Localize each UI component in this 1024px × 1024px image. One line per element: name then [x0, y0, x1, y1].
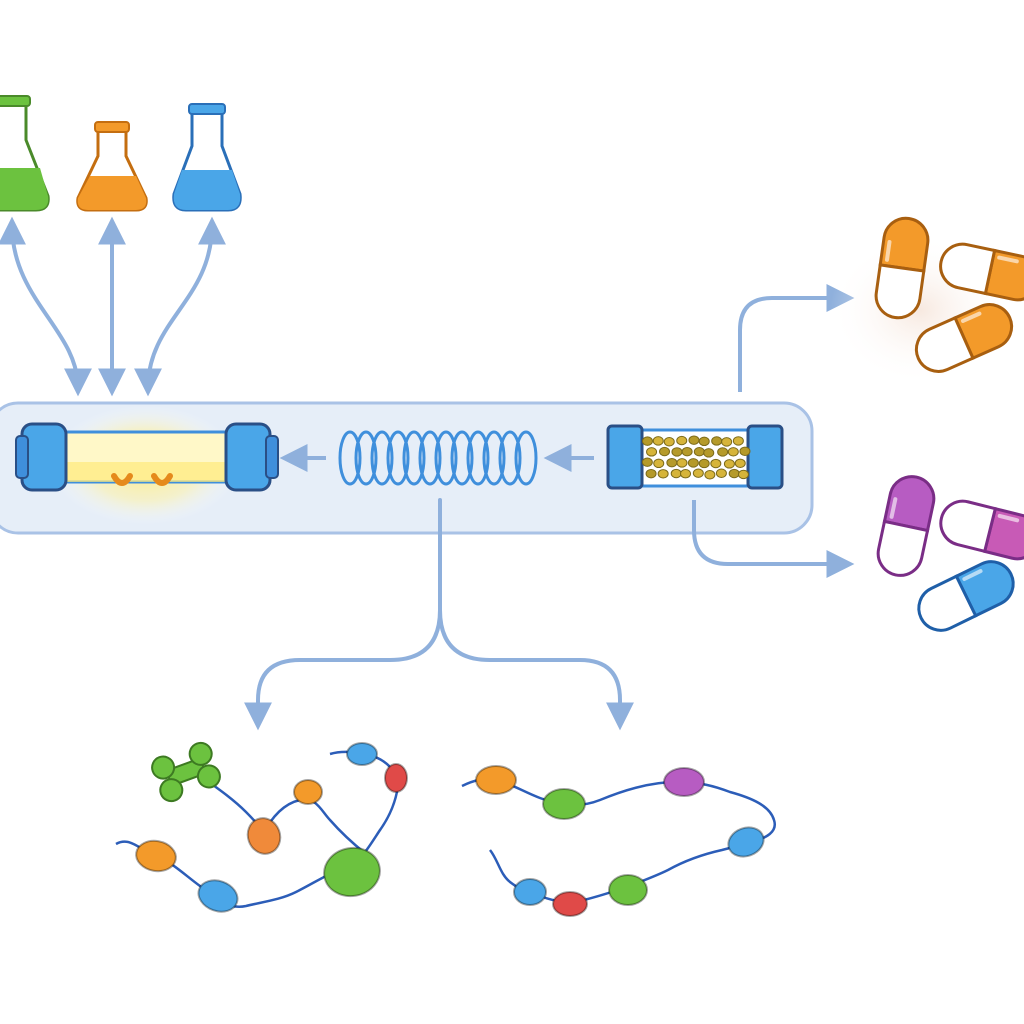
purple-capsule-icon	[876, 475, 936, 577]
column-bead	[698, 436, 710, 447]
coil-loop	[386, 430, 410, 486]
arrow-green-flask	[0, 216, 92, 397]
column-bead	[676, 435, 688, 446]
packed-bead-column-icon	[606, 424, 784, 490]
column-bead	[698, 458, 710, 469]
column-bead	[671, 447, 683, 457]
column-bead	[732, 436, 744, 446]
column-bead	[641, 436, 653, 446]
coil-loop	[434, 430, 458, 486]
column-bead	[727, 447, 739, 457]
orange-capsule-icon	[939, 242, 1024, 302]
column-bead	[723, 459, 735, 469]
chain-bead	[475, 765, 517, 795]
column-bead	[692, 468, 704, 478]
chain-bead	[293, 779, 323, 805]
chain-bead	[542, 788, 586, 820]
column-bead	[737, 469, 749, 480]
column-bead	[657, 469, 669, 479]
flask-arrows	[0, 216, 226, 397]
column-bead	[641, 457, 653, 467]
coil-loop	[466, 430, 490, 486]
column-bead	[734, 458, 746, 468]
chain-bead	[552, 891, 588, 917]
coil-loop	[354, 430, 378, 486]
column-bead	[704, 470, 716, 480]
coil-loop	[370, 430, 394, 486]
column-bead	[687, 458, 699, 468]
column-bead	[693, 447, 705, 457]
pink-capsule-icon	[939, 499, 1024, 561]
blue-capsule-icon	[917, 560, 1015, 632]
column-bead	[659, 446, 671, 457]
coil-loop	[450, 430, 474, 486]
arrow-blue-flask	[134, 216, 226, 397]
chain-bead	[246, 817, 282, 855]
column-bead	[688, 435, 700, 445]
coil-loop	[418, 430, 442, 486]
chain-bead	[323, 846, 381, 898]
column-bead	[728, 468, 740, 479]
coil-reactor-icon	[338, 430, 538, 486]
chain-bead	[513, 878, 547, 906]
column-bead	[711, 436, 723, 446]
column-bead	[645, 468, 657, 479]
green-flask-icon	[0, 95, 50, 212]
polymer-chain-left-icon	[115, 741, 408, 913]
column-bead	[703, 448, 715, 458]
coil-loop	[402, 430, 426, 486]
column-bead	[670, 468, 682, 479]
coil-loop	[338, 430, 362, 486]
polymer-chain-right-icon	[461, 765, 777, 917]
column-bead	[646, 447, 658, 457]
chain-bead	[663, 767, 705, 797]
coil-loop	[498, 430, 522, 486]
column-bead	[676, 458, 688, 468]
arrow-to-bottom-capsules	[692, 500, 855, 578]
orange-flask-icon	[76, 121, 148, 212]
split-arrow	[244, 498, 634, 731]
blue-flask-icon	[172, 103, 242, 212]
column-bead	[663, 437, 675, 447]
column-bead	[666, 457, 678, 468]
column-bead	[680, 469, 692, 479]
column-bead	[739, 446, 751, 456]
chain-bead	[727, 826, 765, 858]
coil-loop	[482, 430, 506, 486]
orange-capsule-icon	[874, 216, 930, 320]
column-bead	[652, 436, 664, 446]
column-bead	[710, 458, 722, 469]
column-bead	[717, 447, 729, 457]
column-bead	[715, 468, 727, 478]
column-bead	[681, 446, 693, 457]
chain-bead	[135, 839, 177, 873]
column-bead	[721, 437, 733, 447]
column-bead	[653, 458, 665, 469]
chain-bead	[346, 742, 378, 766]
chain-bead	[384, 763, 408, 793]
chain-bead	[197, 879, 239, 913]
coil-loop	[514, 430, 538, 486]
bone-shaped-unit	[151, 741, 221, 803]
arrow-to-top-capsules	[738, 284, 855, 392]
chain-bead	[608, 874, 648, 906]
orange-capsule-icon	[914, 303, 1014, 373]
glowing-reactor-tube-icon	[15, 405, 279, 525]
